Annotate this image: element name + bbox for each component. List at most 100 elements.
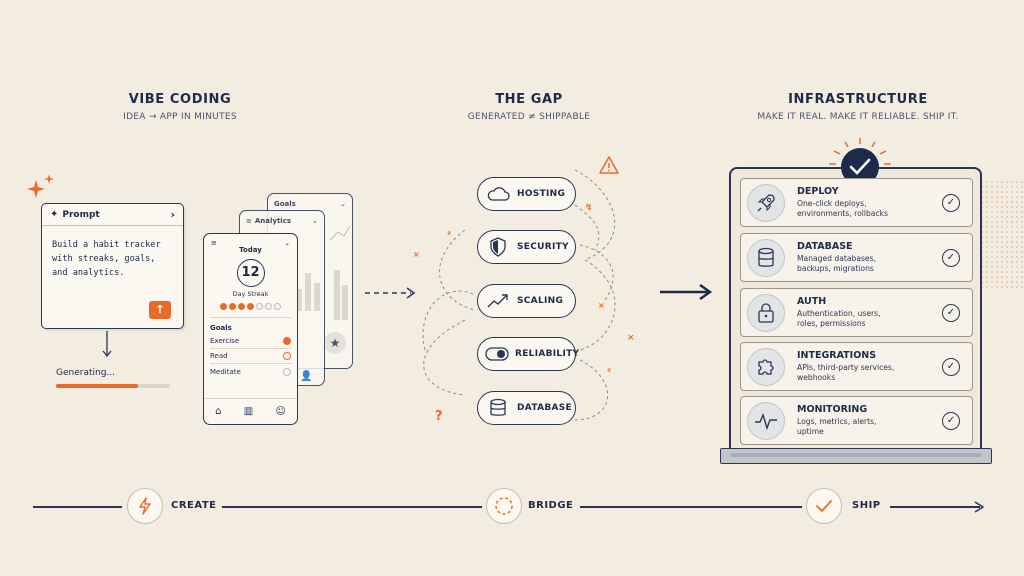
svg-text:×: × xyxy=(598,301,605,310)
pulse-icon xyxy=(747,401,785,440)
analytics-bars xyxy=(296,271,322,311)
service-deploy[interactable]: DEPLOY One-click deploys, environments, … xyxy=(740,178,973,227)
service-desc: uptime xyxy=(797,427,824,436)
chevron-down-icon: ⌄ xyxy=(340,200,346,208)
dot-pattern xyxy=(975,180,1024,290)
chevron-down-icon[interactable]: ⌄ xyxy=(284,239,290,247)
timeline-line xyxy=(580,506,802,508)
service-desc: APIs, third-party services, xyxy=(797,363,895,372)
puzzle-icon xyxy=(747,347,785,386)
service-auth[interactable]: AUTH Authentication, users, roles, permi… xyxy=(740,288,973,337)
gap-pill-label: DATABASE xyxy=(517,403,572,413)
lock-icon xyxy=(747,293,785,332)
svg-text:?: ? xyxy=(435,409,443,424)
progress-track xyxy=(56,384,170,388)
goal-row[interactable]: Read xyxy=(210,349,291,364)
service-desc: Managed databases, xyxy=(797,254,876,263)
gap-pill-reliability[interactable]: RELIABILITY xyxy=(477,337,579,371)
database-icon xyxy=(747,238,785,277)
goal-name: Exercise xyxy=(210,337,240,345)
service-desc: Logs, metrics, alerts, xyxy=(797,417,877,426)
streak-day-dot xyxy=(220,303,227,310)
prompt-header-label: Prompt xyxy=(62,209,100,220)
chevron-down-icon: ⌄ xyxy=(312,217,318,225)
service-desc: environments, rollbacks xyxy=(797,209,888,218)
shield-icon xyxy=(485,236,511,258)
streak-day-dot xyxy=(256,303,263,310)
gap-pill-scaling[interactable]: SCALING xyxy=(477,284,576,318)
send-button[interactable]: ↑ xyxy=(149,301,171,319)
streak-day-dot xyxy=(229,303,236,310)
infra-subtitle: MAKE IT REAL. MAKE IT RELIABLE. SHIP IT. xyxy=(757,112,959,122)
check-icon: ✓ xyxy=(942,411,960,430)
ship-step-icon xyxy=(806,488,842,524)
prompt-text[interactable]: Build a habit tracker with streaks, goal… xyxy=(42,226,183,280)
avatar-icon: 👤 xyxy=(300,371,313,382)
service-name: DEPLOY xyxy=(797,186,839,197)
goal-row[interactable]: Meditate xyxy=(210,364,291,379)
svg-text:ᶻ: ᶻ xyxy=(607,367,611,378)
prompt-header: ✦ Prompt › xyxy=(42,204,183,226)
goal-check-icon[interactable] xyxy=(283,352,291,360)
service-desc: roles, permissions xyxy=(797,319,866,328)
service-name: MONITORING xyxy=(797,404,868,415)
streak-label: Day Streak xyxy=(232,290,269,298)
service-desc: One-click deploys, xyxy=(797,199,867,208)
trend-up-icon xyxy=(485,290,511,312)
check-badge-icon xyxy=(829,138,891,186)
progress-fill xyxy=(56,384,139,388)
service-monitoring[interactable]: MONITORING Logs, metrics, alerts, uptime… xyxy=(740,396,973,445)
profile-icon[interactable]: ☺ xyxy=(275,406,286,417)
goal-check-icon[interactable] xyxy=(283,337,291,345)
streak-ring: 12 xyxy=(236,259,265,287)
down-arrow-icon xyxy=(102,331,112,358)
timeline-line xyxy=(222,506,482,508)
goal-row[interactable]: Exercise xyxy=(210,334,291,349)
timeline-arrow-icon xyxy=(974,501,985,513)
prompt-line: with streaks, goals, xyxy=(52,254,156,264)
prompt-card[interactable]: ✦ Prompt › Build a habit tracker with st… xyxy=(41,203,184,329)
phone-analytics-title: Analytics xyxy=(254,217,292,225)
warning-icon xyxy=(599,156,619,174)
gap-pill-database[interactable]: DATABASE xyxy=(477,391,576,425)
check-icon: ✓ xyxy=(942,248,960,267)
home-icon[interactable]: ⌂ xyxy=(215,406,222,417)
bar-chart-icon[interactable]: ▥ xyxy=(243,406,254,417)
streak-day-dot xyxy=(247,303,254,310)
phone-goals-title: Goals xyxy=(274,200,296,208)
timeline-line xyxy=(890,506,980,508)
service-name: AUTH xyxy=(797,296,827,307)
menu-icon: ≡ xyxy=(246,217,252,225)
goal-name: Meditate xyxy=(210,367,241,376)
dashed-arrow-icon xyxy=(365,287,416,299)
vibe-coding-title: VIBE CODING xyxy=(128,92,232,107)
create-step-icon xyxy=(127,488,163,524)
database-icon xyxy=(485,397,511,419)
svg-text:↯: ↯ xyxy=(585,203,593,213)
phone-today-screen[interactable]: ≡ ⌄ Today 12 Day Streak Goals Exercise R… xyxy=(203,233,298,425)
phone-today-title: Today xyxy=(239,246,262,254)
timeline-bridge-label: BRIDGE xyxy=(528,500,574,511)
sparkle-icon xyxy=(27,174,54,198)
service-desc: Authentication, users, xyxy=(797,309,881,318)
service-desc: backups, migrations xyxy=(797,264,874,273)
gap-pill-hosting[interactable]: HOSTING xyxy=(477,177,576,211)
server-base xyxy=(720,448,992,464)
goal-check-icon[interactable] xyxy=(283,367,291,376)
check-icon: ✓ xyxy=(942,303,960,322)
gap-title: THE GAP xyxy=(495,92,563,107)
service-integrations[interactable]: INTEGRATIONS APIs, third-party services,… xyxy=(740,342,973,391)
infra-title: INFRASTRUCTURE xyxy=(788,92,928,107)
chevron-right-icon[interactable]: › xyxy=(170,208,175,221)
check-icon: ✓ xyxy=(942,193,960,212)
phone-tab-bar: ⌂ ▥ ☺ xyxy=(204,398,297,424)
vibe-coding-subtitle: IDEA → APP IN MINUTES xyxy=(123,112,237,122)
timeline-create-label: CREATE xyxy=(171,500,217,511)
rocket-icon xyxy=(747,183,785,222)
service-database[interactable]: DATABASE Managed databases, backups, mig… xyxy=(740,233,973,282)
gap-pill-label: SCALING xyxy=(517,296,564,306)
menu-icon[interactable]: ≡ xyxy=(211,239,217,247)
gap-pill-security[interactable]: SECURITY xyxy=(477,230,576,264)
star-icon: ★ xyxy=(324,332,346,354)
gap-pill-label: HOSTING xyxy=(517,189,566,199)
